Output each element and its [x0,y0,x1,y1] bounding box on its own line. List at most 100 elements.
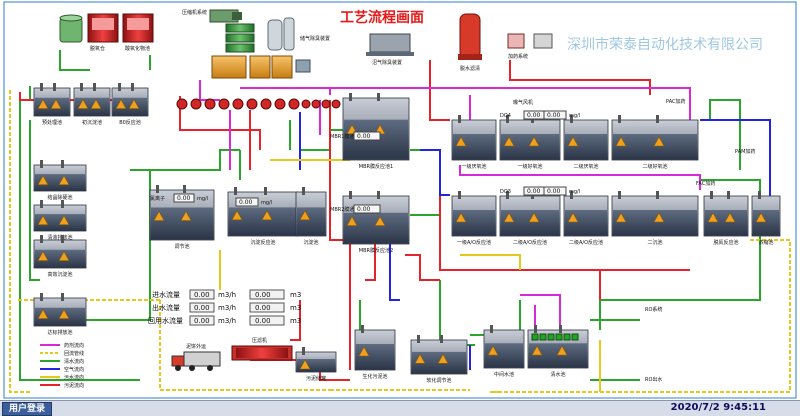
boiler-tower[interactable] [458,13,482,60]
tank-water [753,210,779,236]
chip-unit: mg/l [261,200,272,206]
gas-tank-tall[interactable] [267,17,295,51]
tank-agitator [656,191,659,199]
legend-label: 清水流向 [64,358,84,365]
tank-agitator [93,83,96,91]
dosing-equip-right[interactable] [507,33,553,49]
tank-agitator [361,325,364,333]
tank-agitator [61,160,64,168]
taskbar: 用户登录 2020/7/2 9:45:11 [0,400,800,416]
chem2-label: 酸氧化物池 [125,45,150,52]
feed-pump[interactable] [246,98,258,110]
user-login-button[interactable]: 用户登录 [2,402,53,416]
dosing-pump[interactable] [531,333,539,341]
feed-pump[interactable] [218,98,230,110]
chip-box [543,186,567,196]
sludge-out-label: 泥饼外运 [186,343,206,350]
tank-agitator [40,200,43,208]
chip-box [543,110,567,120]
flow-label: 进水流量 [152,290,180,299]
tank-agitator [377,93,380,101]
feed-pump[interactable] [274,98,286,110]
chip-value: 0.00 [357,206,371,213]
tank-agitator [534,325,537,333]
feed-pump[interactable] [311,99,321,109]
dosing-box-2[interactable] [122,13,154,43]
chip-box [235,197,259,207]
sludge-truck[interactable] [171,351,221,371]
tank-agitator [440,335,443,343]
flow-total-unit: m3 [290,317,301,325]
tank-water [501,210,559,236]
dosing-pump[interactable] [555,333,563,341]
dosing-pump[interactable] [563,333,571,341]
tank-agitator [302,347,305,355]
flow-total: 0.00 [255,317,271,325]
feed-pump[interactable] [331,99,341,109]
feed-pump[interactable] [190,98,202,110]
tank-label: 二级A/O反应池 [513,239,547,246]
tank-label: 一级A/O反应池 [457,239,491,246]
dosing-pump[interactable] [547,333,555,341]
tank-agitator [40,235,43,243]
flow-total: 0.00 [255,291,271,299]
tank-agitator [40,160,43,168]
chip-value: 0.00 [527,112,541,119]
dosing-box-1[interactable] [87,13,119,43]
tank-agitator [234,187,237,195]
legend-label: 空气流向 [64,366,84,373]
chemical-tank-1[interactable] [59,14,83,43]
filter-press[interactable] [231,345,293,361]
feed-pump[interactable] [260,98,272,110]
tank-agitator [727,191,730,199]
tank-label: 二沉池 [647,239,662,246]
tank-agitator [118,83,121,91]
tank-label: 软化调节池 [426,377,451,384]
tank-agitator [156,185,159,193]
feed-pump[interactable] [232,98,244,110]
deodor-label: 储气除臭装置 [300,35,330,42]
biogas-deodor-unit[interactable] [366,33,414,56]
tank-label: 二级A/O反应池 [569,239,603,246]
feed-pump[interactable] [288,98,300,110]
tank-label: 生化污泥池 [362,373,387,380]
tank-agitator [264,187,267,195]
air-compressor-system[interactable] [209,9,242,23]
dosing-pump[interactable] [539,333,547,341]
flow-row-1: 出水流量 0.00 m3/h 0.00 m3 [152,302,301,313]
feed-pump[interactable] [321,99,331,109]
legend-label: 回流管线 [64,350,84,357]
tank-agitator [559,325,562,333]
filter-press-units[interactable] [211,55,311,79]
tank-agitator [131,83,134,91]
feed-pump[interactable] [301,99,311,109]
flow-value: 0.00 [194,304,210,312]
tank-water [344,212,408,244]
chip-box [173,193,195,203]
tank-water [229,207,297,236]
chip-unit: mg/l [569,113,580,119]
flow-unit: m3/h [218,291,236,299]
tank-agitator [349,191,352,199]
dosing-pump[interactable] [571,333,579,341]
legend-label: 药剂流向 [64,342,84,349]
chip-label: MBR2膜通量 [330,206,359,213]
flow-value: 0.00 [194,291,210,299]
watermark: 深圳市荣泰自动化技术有限公司 [567,36,763,53]
tank-agitator [80,83,83,91]
ro-system-label: RO系统 [645,306,662,313]
tank-label: 清液排放池 [47,234,72,241]
tank-label: 清水池 [550,371,565,378]
flow-label: 回用水流量 [148,316,183,325]
feed-pump[interactable] [204,98,216,110]
chip-label: DO4 [500,113,511,119]
tank-label: 中间水池 [494,371,514,378]
air-storage-tanks[interactable] [225,23,255,53]
legend-label: 污水流向 [64,374,84,381]
flow-total: 0.00 [255,304,271,312]
feed-pump[interactable] [176,98,188,110]
datetime: 2020/7/2 9:45:11 [670,402,766,413]
flow-unit: m3/h [218,304,236,312]
tank-agitator [53,83,56,91]
tank-label: 二级厌氧池 [573,163,598,170]
